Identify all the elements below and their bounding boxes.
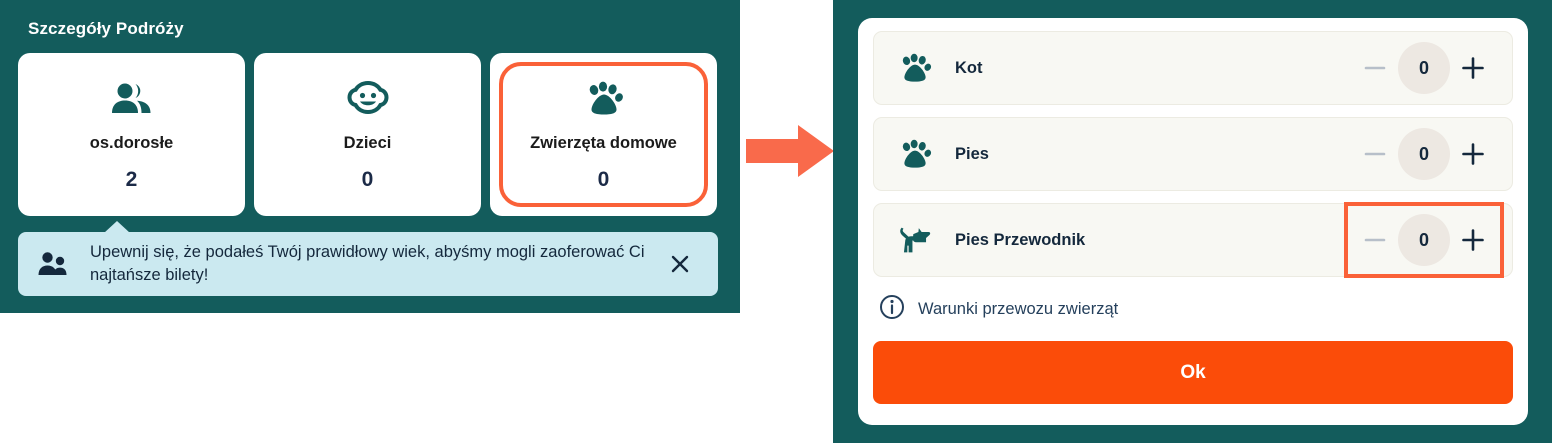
paw-icon [584,79,624,119]
age-info-banner: Upewnij się, że podałeś Twój prawidłowy … [18,221,718,296]
passenger-card-label: os.dorosłe [89,134,174,152]
passenger-card-label: Zwierzęta domowe [530,134,677,152]
trip-details-panel: Szczegóły Podróży os.dorosłe 2 [0,0,740,313]
child-face-icon [346,79,389,119]
right-arrow-icon [746,123,834,179]
pet-row-guide-dog: Pies Przewodnik 0 [873,202,1513,278]
guide-dog-icon [898,225,932,256]
adults-icon [110,79,154,119]
pet-row-cat: Kot 0 [873,31,1513,105]
increment-button[interactable] [1454,221,1492,259]
paw-icon [898,53,932,84]
ok-button[interactable]: Ok [873,341,1513,404]
people-icon [36,251,70,277]
decrement-button[interactable] [1356,49,1394,87]
count-value: 0 [1398,42,1450,94]
passenger-card-adults[interactable]: os.dorosłe 2 [18,53,245,216]
close-icon[interactable] [665,254,695,274]
decrement-button[interactable] [1356,135,1394,173]
terms-label: Warunki przewozu zwierząt [918,299,1119,318]
stepper-guide-dog: 0 [1344,202,1504,278]
increment-button[interactable] [1454,135,1492,173]
banner-pointer [104,221,130,233]
decrement-button[interactable] [1356,221,1394,259]
stepper-dog: 0 [1350,120,1498,188]
pet-row-dog: Pies 0 [873,117,1513,191]
pets-dialog: Kot 0 [858,18,1528,425]
page-title: Szczegóły Podróży [28,19,184,38]
pet-label: Kot [955,58,983,77]
passenger-card-label: Dzieci [343,134,392,152]
banner-message: Upewnij się, że podałeś Twój prawidłowy … [90,242,645,284]
passenger-card-pets[interactable]: Zwierzęta domowe 0 [490,53,717,216]
pet-label: Pies [955,144,989,163]
pet-label: Pies Przewodnik [955,230,1086,249]
count-value: 0 [1398,128,1450,180]
pets-selector-panel: Kot 0 [833,0,1552,443]
passenger-card-children[interactable]: Dzieci 0 [254,53,481,216]
passenger-cards-row: os.dorosłe 2 Dzieci 0 [18,53,718,216]
terms-link[interactable]: Warunki przewozu zwierząt [879,289,1513,329]
passenger-card-value: 0 [597,167,610,191]
info-icon [879,294,905,325]
passenger-card-value: 2 [125,167,138,191]
paw-icon [898,139,932,170]
count-value: 0 [1398,214,1450,266]
increment-button[interactable] [1454,49,1492,87]
passenger-card-value: 0 [361,167,374,191]
stepper-cat: 0 [1350,34,1498,102]
